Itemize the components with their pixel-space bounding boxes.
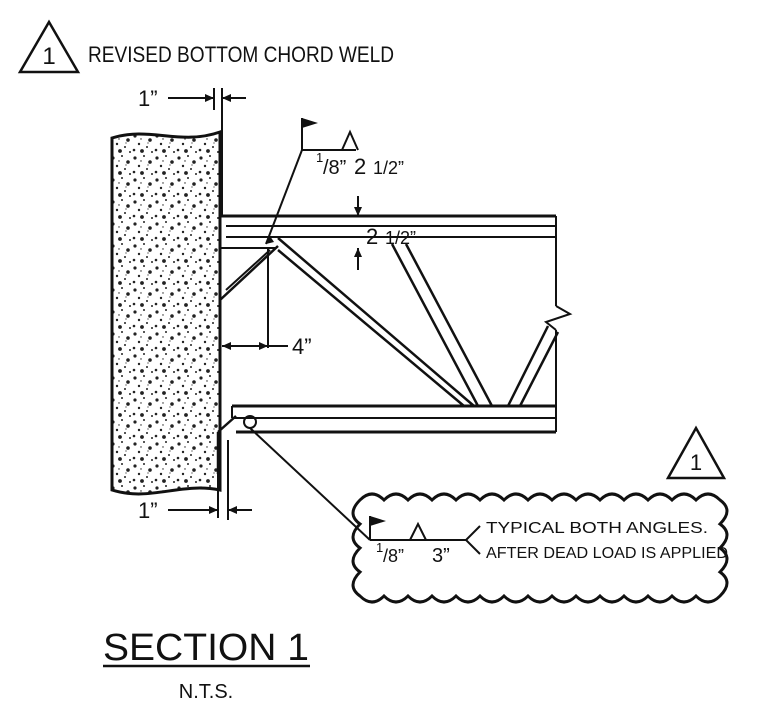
top-gap-label: 1”	[138, 86, 158, 111]
masonry-wall	[110, 129, 222, 496]
bottom-weld-length: 3”	[432, 545, 450, 567]
fillet-weld-icon	[409, 521, 427, 541]
revision-triangle-icon	[17, 19, 81, 74]
bottom-weld-size-num: 1	[376, 540, 383, 555]
top-gap-dimension: 1”	[138, 86, 246, 215]
bottom-weld-size-den: /8”	[383, 546, 404, 566]
field-weld-flag-icon	[302, 118, 318, 128]
bottom-revision-number: 1	[690, 450, 702, 475]
revision-triangle-icon	[665, 425, 727, 480]
bearing-dimension: 4”	[222, 334, 312, 359]
bottom-weld-note-line2: AFTER DEAD LOAD IS APPLIED	[486, 545, 728, 562]
section-title-block: SECTION 1 N.T.S.	[103, 627, 310, 703]
top-weld-length: 2	[354, 154, 366, 179]
chord-depth-dimension: 2 1/2”	[354, 196, 416, 270]
bottom-gap-dimension: 1”	[138, 474, 252, 523]
top-weld-length-frac: 1/2”	[373, 158, 404, 178]
break-line	[543, 216, 573, 432]
revision-title: REVISED BOTTOM CHORD WELD	[88, 42, 394, 67]
bottom-weld-note-line1: TYPICAL BOTH ANGLES.	[486, 520, 708, 537]
fillet-weld-icon	[341, 129, 359, 151]
top-weld-callout: 1 /8” 2 1/2”	[265, 118, 404, 245]
section-title: SECTION 1	[103, 627, 309, 669]
bottom-revision-tag: 1	[665, 425, 727, 480]
chord-depth-label: 2	[366, 224, 378, 249]
bearing-label: 4”	[292, 334, 312, 359]
top-weld-size-num: 1	[316, 150, 323, 165]
chord-depth-frac: 1/2”	[385, 228, 416, 248]
weld-tail-icon	[464, 525, 481, 555]
field-weld-flag-icon	[370, 516, 386, 526]
top-weld-size-den: /8”	[323, 157, 346, 179]
revision-cloud	[351, 492, 729, 604]
revision-header: 1 REVISED BOTTOM CHORD WELD	[17, 19, 394, 74]
web-members	[277, 237, 560, 407]
section-scale: N.T.S.	[179, 681, 233, 703]
revision-number: 1	[42, 43, 55, 70]
bottom-weld-callout: 1 /8” 3” TYPICAL BOTH ANGLES. AFTER DEAD…	[249, 427, 728, 567]
bearing-shoe	[219, 245, 279, 348]
bottom-gap-label: 1”	[138, 498, 158, 523]
bottom-chord	[216, 404, 556, 478]
